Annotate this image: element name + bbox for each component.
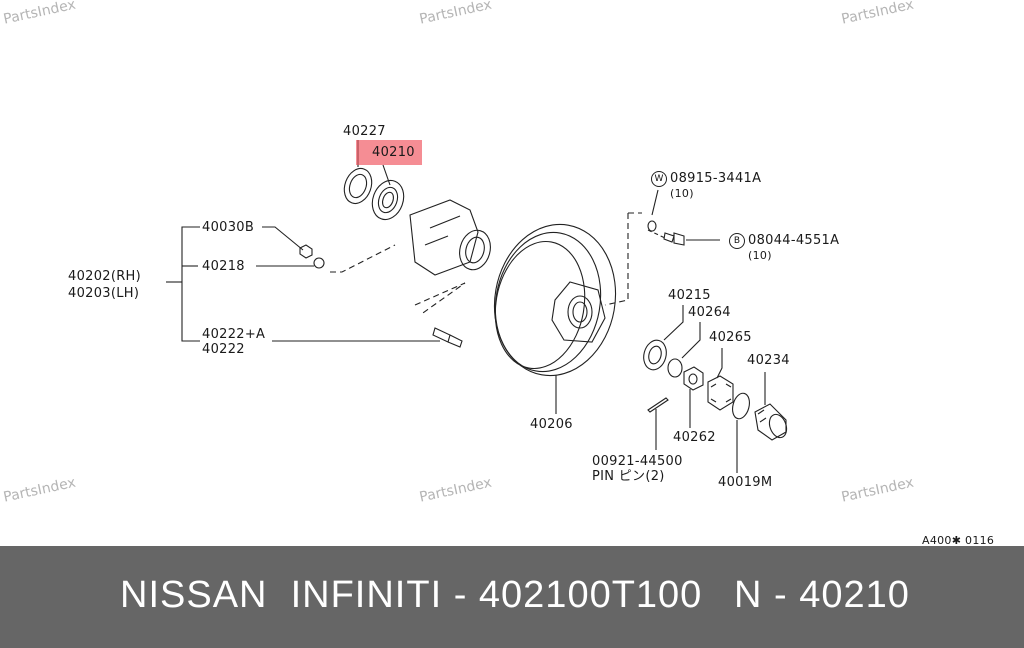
leader-40264 [681,322,701,359]
drum-outer [493,223,617,377]
label-40215[interactable]: 40215 [668,288,711,303]
label-40222[interactable]: 40222 [202,342,245,357]
label-40019m[interactable]: 40019M [718,475,773,490]
parts-diagram: PartsIndex PartsIndex PartsIndex PartsIn… [2,0,995,547]
label-08915[interactable]: 08915-3441A [670,171,762,186]
w-mark-icon: W [651,171,667,187]
footer-bar: NISSAN INFINITI - 402100T100 N - 40210 [0,546,1024,648]
label-40210[interactable]: 40210 [372,145,415,160]
b-mark-icon: B [729,233,745,249]
label-00921[interactable]: 00921-44500 [592,454,683,469]
label-40265[interactable]: 40265 [709,330,752,345]
label-40202[interactable]: 40202(RH) [68,269,142,284]
label-40203[interactable]: 40203(LH) [68,286,140,301]
label-40227[interactable]: 40227 [343,124,386,139]
label-40206[interactable]: 40206 [530,417,573,432]
footer-code: N - 40210 [734,574,910,616]
label-40264[interactable]: 40264 [688,305,731,320]
label-08915-qty: (10) [670,187,694,200]
drum-hub [551,281,606,343]
label-40030b[interactable]: 40030B [202,220,255,235]
drawing-code: A400✱ 0116 [922,534,995,547]
label-40262[interactable]: 40262 [673,430,716,445]
part-highlight [356,140,422,165]
label-40218[interactable]: 40218 [202,259,245,274]
bracket-line [181,226,200,342]
leader-40265 [716,348,723,379]
diagram-drawing [166,140,788,473]
label-40222a[interactable]: 40222+A [202,327,266,342]
footer-brand-part: NISSAN INFINITI - 402100T100 [120,574,703,616]
label-40234[interactable]: 40234 [747,353,790,368]
hub-body [409,199,479,276]
leader-40210 [382,164,391,186]
label-08044[interactable]: 08044-4551A [748,233,840,248]
leader-08915 [651,189,659,216]
label-08044-qty: (10) [748,249,772,262]
leader-40030b [262,226,304,251]
leader-40215 [663,305,684,341]
label-pin: PIN ピン(2) [592,469,665,484]
